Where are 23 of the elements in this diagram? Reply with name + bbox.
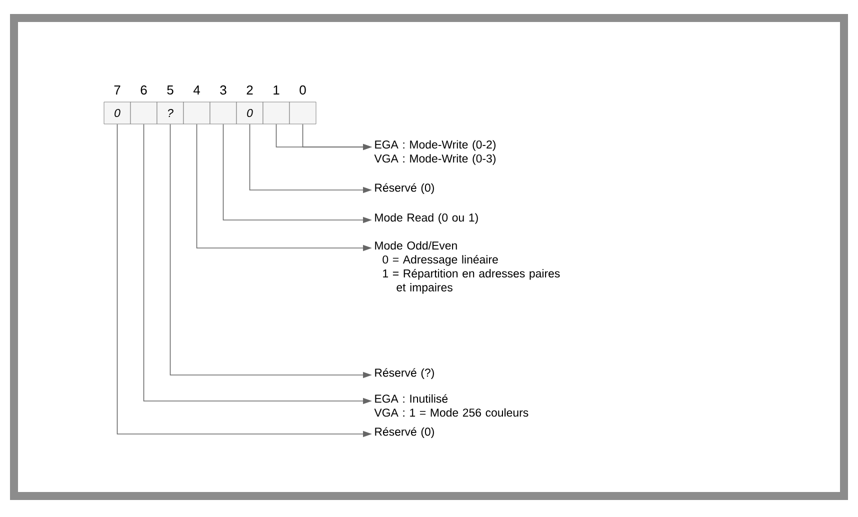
register-bit-cell bbox=[183, 102, 210, 124]
bit-number: 3 bbox=[220, 85, 226, 95]
description-text: EGA : Mode-Write (0-2) VGA : Mode-Write (0-3) bbox=[374, 140, 496, 165]
register-bit-cell: 0 bbox=[236, 102, 264, 124]
description-text: EGA : Inutilisé VGA : 1 = Mode 256 couleurs bbox=[374, 394, 528, 417]
register-bit-cell: ? bbox=[156, 102, 184, 124]
register-bit-cell bbox=[130, 102, 158, 124]
bit-number: 6 bbox=[140, 85, 147, 95]
register-bit-cell: 0 bbox=[104, 102, 131, 124]
bit-number: 5 bbox=[167, 85, 174, 94]
description-text: Réservé (0) bbox=[375, 427, 434, 438]
register-bit-cell bbox=[289, 102, 316, 124]
description-text: Réservé (0) bbox=[375, 183, 434, 194]
bit-number: 2 bbox=[246, 85, 253, 95]
bit-number: 0 bbox=[300, 85, 306, 95]
register-bit-cell bbox=[262, 102, 290, 124]
bit-number: 1 bbox=[274, 86, 280, 94]
bit-number: 4 bbox=[193, 86, 200, 94]
description-text: Mode Odd/Even 0 = Adressage linéaire 1 = Répartition en adresses paires et impaires bbox=[375, 241, 560, 294]
register-bit-cell bbox=[210, 102, 237, 124]
description-text: Réservé (?) bbox=[375, 368, 434, 379]
description-text: Mode Read (0 ou 1) bbox=[375, 213, 478, 224]
bit-number: 7 bbox=[114, 86, 120, 94]
